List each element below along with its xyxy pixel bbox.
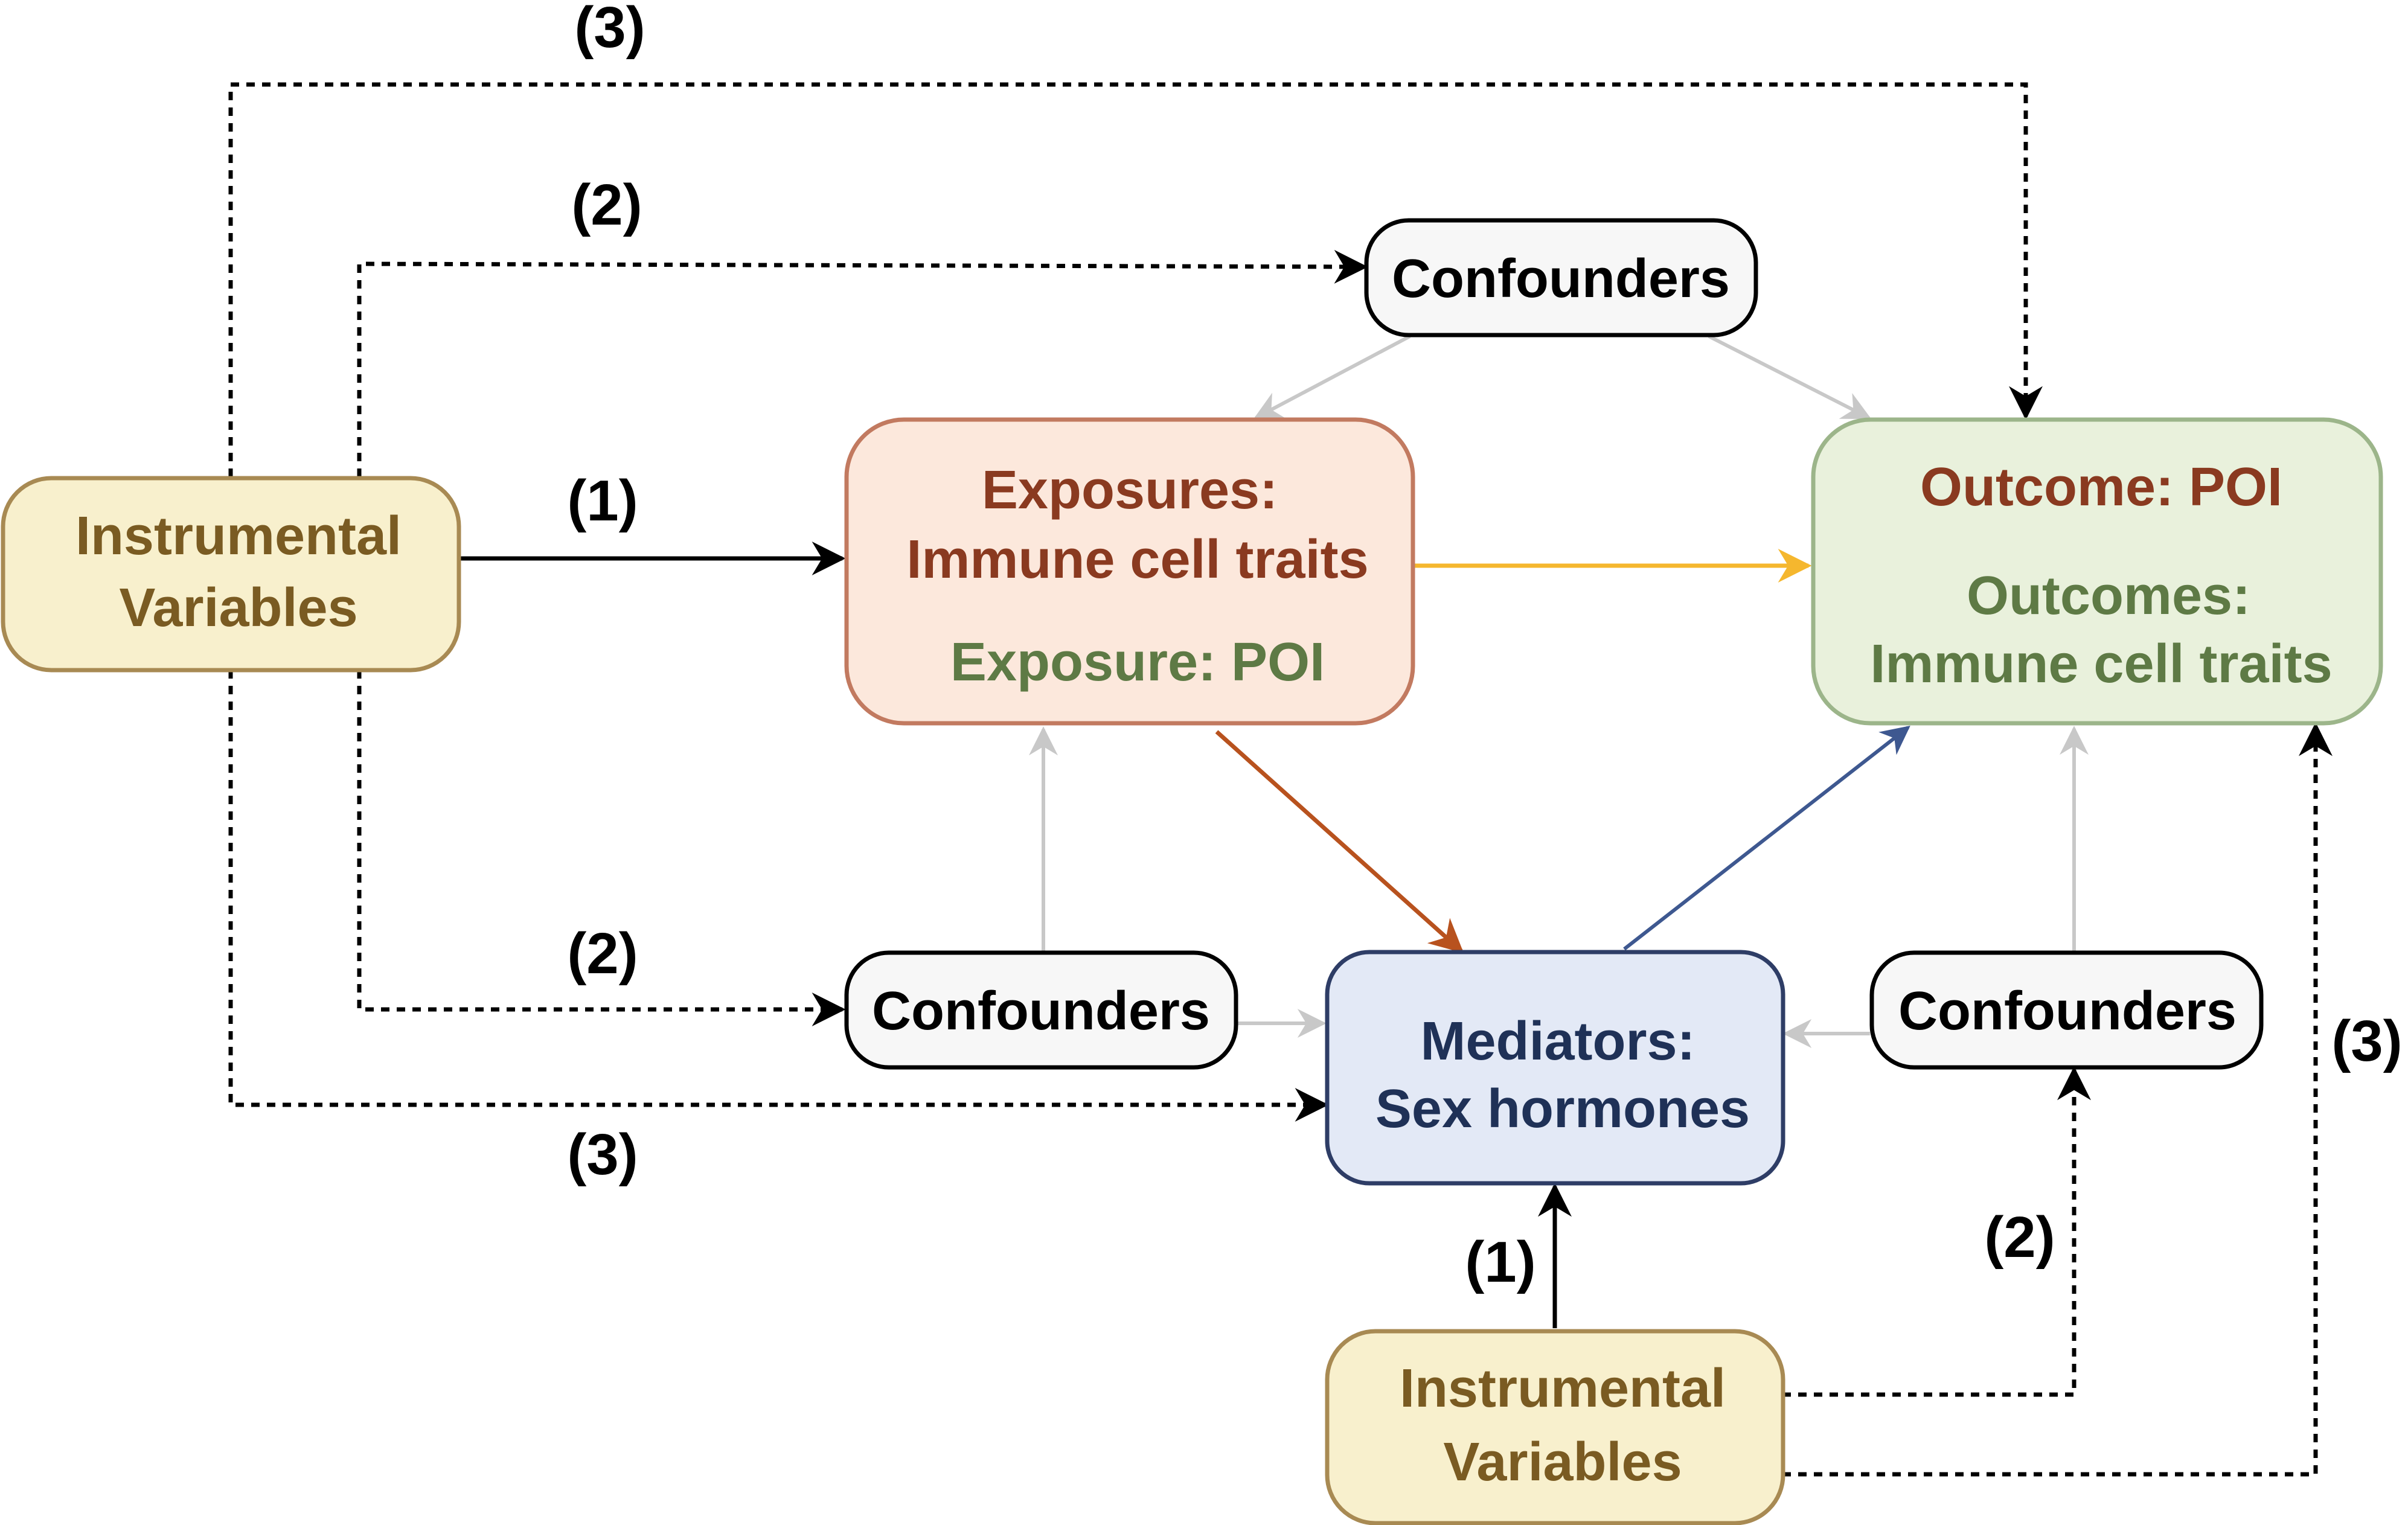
- node-instrumental-variables-bottom: Instrumental Variables: [1325, 1329, 1785, 1525]
- node-mediators: Mediators: Sex hormones: [1325, 950, 1785, 1186]
- node-instrumental-variables-left: Instrumental Variables: [1, 476, 461, 673]
- edge-confounders-top-to-exposures: [1253, 334, 1411, 420]
- node-outcome: Outcome: POI Outcomes: Immune cell trait…: [1811, 417, 2383, 726]
- edge-confounders-top-to-outcome: [1708, 334, 1872, 420]
- edge-iv-bottom-to-outcome-dotted: [1782, 722, 2333, 1477]
- step-label-left-3: (3): [567, 1122, 638, 1187]
- exposures-line2: Immune cell traits: [906, 529, 1368, 590]
- exposures-line3: Exposure: POI: [950, 632, 1325, 692]
- node-confounders-left: Confounders: [844, 950, 1238, 1070]
- edge-iv-left-to-mediators-dotted: [228, 670, 1329, 1122]
- iv-left-line2: Variables: [119, 578, 357, 638]
- iv-left-line1: Instrumental: [75, 506, 402, 566]
- exposures-line1: Exposures:: [982, 460, 1278, 520]
- node-exposures: Exposures: Immune cell traits Exposure: …: [844, 417, 1415, 726]
- step-label-right-3: (3): [2331, 1009, 2402, 1073]
- step-label-right-2: (2): [1984, 1205, 2055, 1270]
- outcome-line1: Outcome: POI: [1920, 457, 2282, 517]
- exposures-box: [844, 417, 1415, 726]
- confounders-left-label: Confounders: [872, 981, 1210, 1041]
- edge-iv-left-to-outcome-dotted: [228, 82, 2043, 477]
- edge-mediators-to-outcome: [1623, 726, 1910, 951]
- confounders-right-label: Confounders: [1898, 981, 2237, 1041]
- step-label-top-2: (2): [571, 173, 642, 237]
- outcome-line2: Outcomes:: [1967, 566, 2250, 626]
- outcome-line3: Immune cell traits: [1870, 634, 2332, 694]
- outcome-box: [1811, 417, 2383, 726]
- mediators-line2: Sex hormones: [1375, 1079, 1750, 1139]
- step-label-bottom-1: (1): [1465, 1230, 1535, 1294]
- step-label-top-3: (3): [574, 0, 645, 60]
- confounders-right-box: [1869, 950, 2264, 1070]
- confounders-top-label: Confounders: [1392, 249, 1730, 309]
- iv-bottom-line2: Variables: [1443, 1432, 1682, 1492]
- edge-exposures-to-mediators: [1215, 730, 1464, 953]
- iv-bottom-box: [1325, 1329, 1785, 1525]
- edge-iv-bottom-to-confounders-right-dotted: [1782, 1066, 2091, 1397]
- step-label-left-1: (1): [567, 468, 638, 533]
- node-confounders-top: Confounders: [1364, 218, 1758, 337]
- iv-left-box: [1, 476, 461, 673]
- mediators-line1: Mediators:: [1420, 1011, 1695, 1072]
- mediators-box: [1325, 950, 1785, 1186]
- step-labels: (3) (2) (1) (2) (3) (1) (2) (3): [567, 0, 2402, 1294]
- iv-bottom-line1: Instrumental: [1400, 1358, 1726, 1419]
- edge-iv-left-to-confounders-left-dotted: [357, 670, 846, 1026]
- step-label-left-2: (2): [567, 921, 638, 986]
- confounders-left-box: [844, 950, 1238, 1070]
- confounders-top-box: [1364, 218, 1758, 337]
- node-confounders-right: Confounders: [1869, 950, 2264, 1070]
- edge-iv-left-to-confounders-top-dotted: [357, 249, 1368, 477]
- edges: [228, 82, 2333, 1477]
